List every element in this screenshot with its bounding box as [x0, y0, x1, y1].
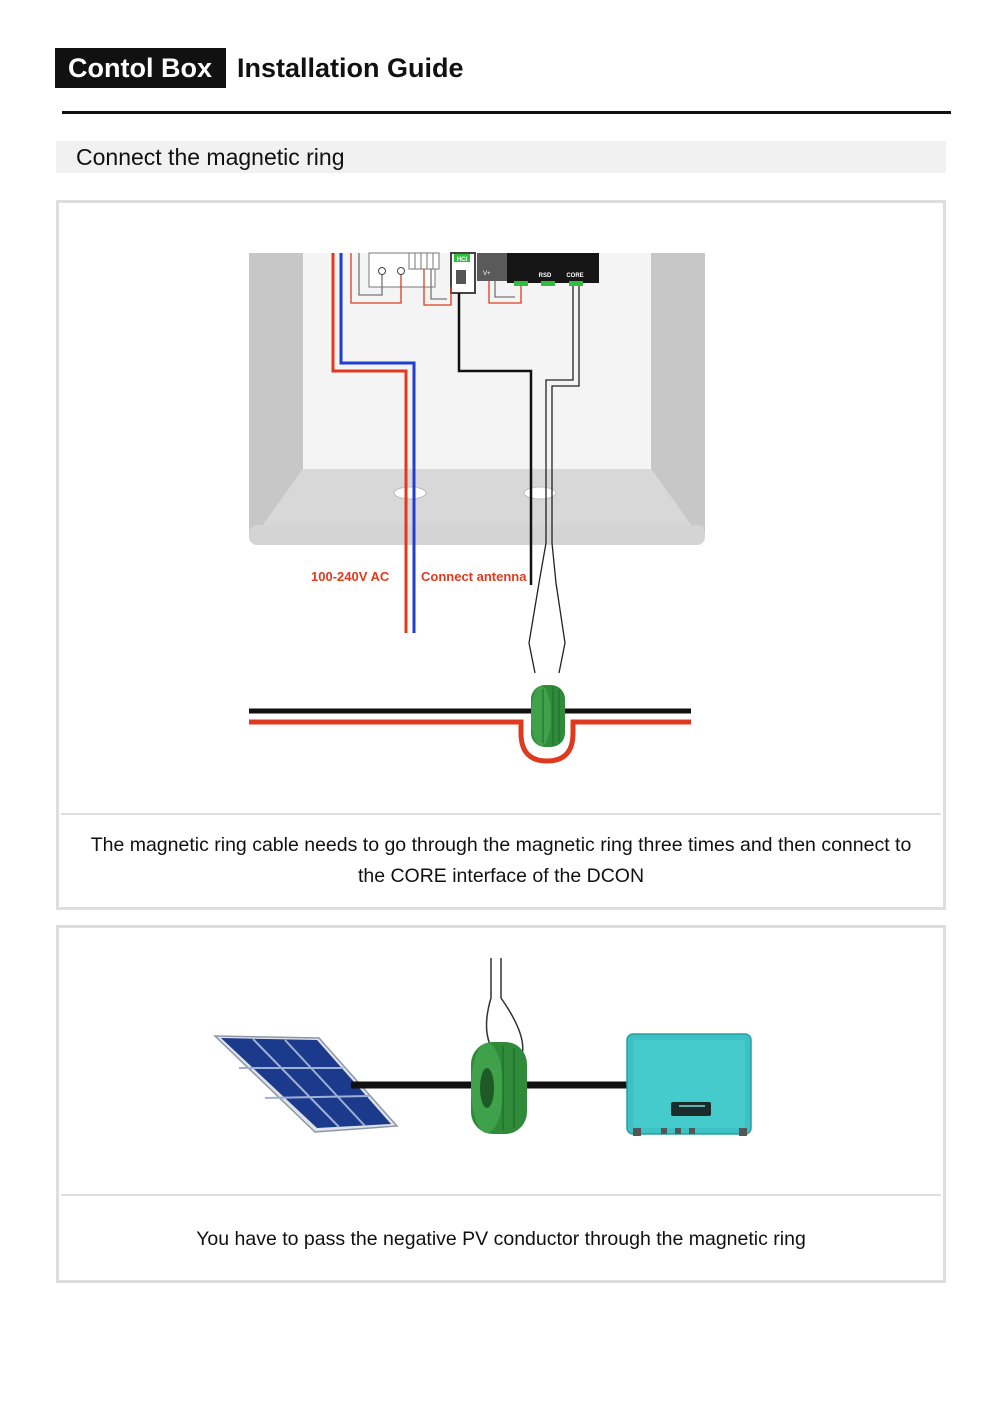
pv-ring-diagram — [213, 958, 752, 1136]
panel1-caption: The magnetic ring cable needs to go thro… — [90, 834, 912, 887]
panel-wiring-diagram: HCI V+ RSD CORE — [56, 200, 946, 910]
section-bar: Connect the magnetic ring — [56, 141, 946, 173]
header-rule — [62, 111, 951, 114]
antenna-label: Connect antenna — [421, 569, 527, 584]
control-box — [249, 253, 705, 545]
page-header: Contol Box Installation Guide — [55, 48, 464, 88]
dc-conductors — [249, 708, 691, 764]
solar-panel — [213, 1035, 399, 1133]
panel-divider — [61, 813, 941, 815]
section-title: Connect the magnetic ring — [76, 144, 345, 170]
inverter — [626, 1033, 752, 1136]
cable-hole-left — [393, 486, 427, 500]
hci-label: HCI — [457, 257, 468, 263]
antenna-wire — [457, 293, 533, 585]
ac-power-wires — [331, 253, 416, 633]
panel-pv-conductor: You have to pass the negative PV conduct… — [56, 925, 946, 1283]
magnetic-ring — [531, 685, 565, 747]
rsd-label: RSD — [539, 273, 552, 279]
magnetic-ring — [471, 1042, 527, 1134]
core-label: CORE — [566, 273, 583, 279]
internal-wiring — [350, 253, 522, 306]
panel-divider — [61, 1194, 941, 1196]
v-terminal-label: V+ — [483, 271, 491, 277]
terminal-block: HCI V+ RSD CORE — [368, 252, 599, 294]
header-title: Installation Guide — [236, 52, 464, 83]
panel2-caption: You have to pass the negative PV conduct… — [196, 1228, 806, 1250]
control-box-wiring-diagram: HCI V+ RSD CORE — [249, 252, 705, 764]
magnetic-ring-cable — [528, 286, 580, 674]
cable-hole-right — [523, 486, 557, 500]
ac-voltage-label: 100-240V AC — [311, 569, 390, 584]
header-badge: Contol Box — [55, 48, 226, 88]
